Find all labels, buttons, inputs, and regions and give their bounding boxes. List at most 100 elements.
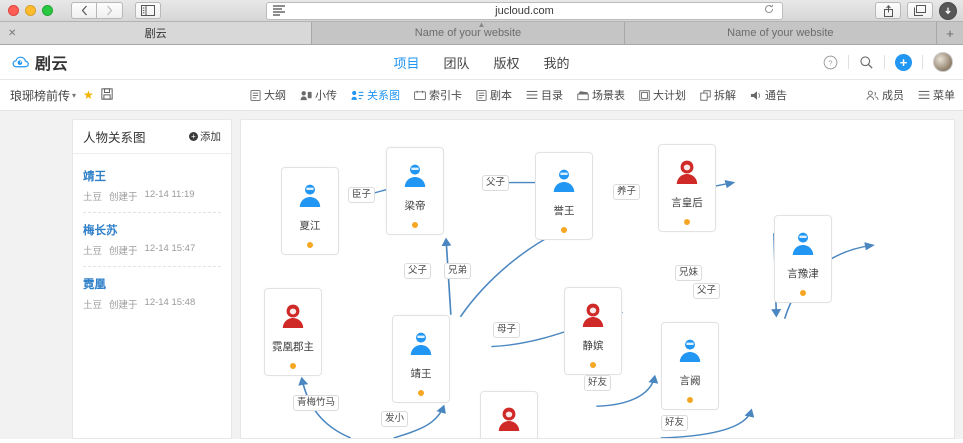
script-icon [476, 89, 487, 101]
svg-text:?: ? [828, 58, 832, 67]
tab-script[interactable]: 剧本 [476, 87, 512, 103]
maximize-window-button[interactable] [42, 5, 53, 16]
tab-biography[interactable]: 小传 [300, 87, 337, 103]
graph-node-xiajiang[interactable]: 夏江 [281, 167, 339, 255]
browser-tab-2[interactable]: Name of your website [624, 22, 937, 44]
main-navigation[interactable]: 项目 团队 版权 我的 [393, 53, 569, 72]
star-icon[interactable]: ★ [83, 88, 94, 102]
chevron-down-icon: ▾ [72, 90, 77, 100]
female-avatar-icon [496, 406, 522, 432]
nav-item-projects[interactable]: 项目 [393, 55, 420, 71]
new-tab-button[interactable]: + [936, 22, 963, 44]
tab-label: 大计划 [653, 90, 686, 102]
navigation-buttons[interactable] [71, 2, 123, 19]
graph-node-jingwang[interactable]: 靖王 [392, 315, 450, 403]
minimize-window-button[interactable] [25, 5, 36, 16]
edge-label[interactable]: 青梅竹马 [293, 395, 340, 411]
list-item-title[interactable]: 梅长苏 [83, 225, 118, 237]
relationship-list: 靖王 土豆 创建于 12-14 11:19 梅长苏 土豆 创建于 12-14 1… [73, 154, 231, 329]
save-disk-icon[interactable] [101, 87, 113, 103]
graph-node-yanyujin[interactable]: 言豫津 [774, 215, 832, 303]
tab-callsheet[interactable]: 通告 [750, 87, 787, 103]
tab-label: 剧云 [144, 28, 167, 40]
node-label: 静嫔 [582, 340, 604, 352]
graph-node-unknown[interactable] [480, 391, 538, 438]
app-title: 剧云 [35, 56, 69, 73]
graph-node-liangdi[interactable]: 梁帝 [386, 147, 444, 235]
tab-overview-icon[interactable] [907, 2, 933, 19]
forward-chevron-icon[interactable] [97, 2, 123, 19]
edge-label[interactable]: 父子 [693, 283, 721, 299]
edge-label[interactable]: 父子 [404, 263, 432, 279]
graph-node-nihuang[interactable]: 霓凰郡主 [264, 288, 322, 376]
graph-node-yanhuanghou[interactable]: 言皇后 [658, 144, 716, 232]
add-button[interactable]: + [895, 53, 912, 71]
search-icon[interactable] [859, 55, 874, 70]
address-bar[interactable]: jucloud.com [266, 1, 783, 20]
close-icon[interactable]: ✕ [8, 27, 17, 39]
status-dot [290, 363, 296, 369]
tab-big-plan[interactable]: 大计划 [639, 87, 686, 103]
nav-item-team[interactable]: 团队 [443, 55, 470, 71]
list-item-title[interactable]: 靖王 [83, 171, 106, 183]
menu-button[interactable]: 菜单 [918, 87, 955, 103]
tab-breakdown[interactable]: 拆解 [700, 87, 736, 103]
tab-scene-list[interactable]: 场景表 [577, 87, 625, 103]
avatar[interactable] [933, 52, 953, 72]
download-icon[interactable] [939, 1, 957, 20]
edge-label[interactable]: 兄弟 [444, 263, 472, 279]
node-label: 靖王 [410, 368, 432, 380]
project-info[interactable]: 琅琊榜前传 ▾ ★ [0, 87, 113, 104]
window-controls[interactable] [0, 5, 53, 16]
tab-index-card[interactable]: 索引卡 [414, 87, 462, 103]
relationship-graph-canvas[interactable]: 夏江 梁帝 誉王 言皇后 [240, 119, 955, 439]
graph-node-yanque[interactable]: 言阙 [661, 322, 719, 410]
edge-label[interactable]: 好友 [661, 415, 689, 431]
male-avatar-icon [551, 167, 577, 193]
add-relationship-button[interactable]: + 添加 [189, 129, 221, 144]
share-icon[interactable] [875, 2, 901, 19]
header-actions[interactable]: ? + [823, 52, 953, 72]
graph-node-yuwang[interactable]: 誉王 [535, 152, 593, 240]
reload-icon[interactable] [764, 4, 774, 17]
graph-node-jingpin[interactable]: 静嫔 [564, 287, 622, 375]
author: 土豆 [83, 246, 103, 257]
tab-label: 目录 [541, 90, 563, 102]
edge-label[interactable]: 兄妹 [675, 265, 703, 281]
scene-list-icon [577, 90, 589, 101]
reader-view-icon[interactable] [273, 5, 285, 16]
toolbar-right-actions[interactable]: 成员 菜单 [866, 87, 955, 103]
view-tabs[interactable]: 大纲 小传 关系图 索引卡 剧本 [250, 87, 787, 103]
created-label: 创建于 [109, 246, 138, 257]
edge-label[interactable]: 发小 [381, 411, 409, 427]
app-header: 剧云 项目 团队 版权 我的 ? + [0, 45, 963, 80]
app-logo[interactable]: 剧云 [0, 50, 68, 74]
tab-catalog[interactable]: 目录 [526, 87, 563, 103]
edge-label[interactable]: 母子 [493, 322, 521, 338]
toolbar-right-label: 成员 [882, 90, 904, 102]
tab-outline[interactable]: 大纲 [250, 87, 286, 103]
index-card-icon [414, 90, 426, 101]
edge-label[interactable]: 臣子 [348, 187, 376, 203]
browser-tab-0[interactable]: ✕ 剧云 [0, 22, 313, 44]
project-name-dropdown[interactable]: 琅琊榜前传 ▾ [10, 87, 76, 104]
tab-relationship-graph[interactable]: 关系图 [351, 87, 400, 103]
list-item[interactable]: 霓凰 土豆 创建于 12-14 15:48 [83, 276, 221, 320]
edge-label[interactable]: 父子 [482, 175, 510, 191]
members-button[interactable]: 成员 [866, 87, 904, 103]
edge-label[interactable]: 好友 [584, 375, 612, 391]
tab-strip[interactable]: ✕ 剧云 Name of your website Name of your w… [0, 21, 963, 45]
question-circle-icon[interactable]: ? [823, 55, 838, 70]
workspace: 人物关系图 + 添加 靖王 土豆 创建于 12-14 11:19 梅长苏 土豆 … [0, 111, 963, 439]
list-item-title[interactable]: 霓凰 [83, 279, 106, 291]
back-chevron-icon[interactable] [71, 2, 97, 19]
edge-label[interactable]: 养子 [613, 184, 641, 200]
list-item[interactable]: 靖王 土豆 创建于 12-14 11:19 [83, 168, 221, 213]
nav-item-copyright[interactable]: 版权 [493, 55, 520, 71]
list-item[interactable]: 梅长苏 土豆 创建于 12-14 15:47 [83, 222, 221, 267]
close-window-button[interactable] [8, 5, 19, 16]
browser-right-controls[interactable] [875, 1, 957, 20]
sidebar-toggle-icon[interactable] [135, 2, 161, 19]
browser-tab-1[interactable]: Name of your website [312, 22, 625, 44]
nav-item-mine[interactable]: 我的 [543, 55, 570, 71]
